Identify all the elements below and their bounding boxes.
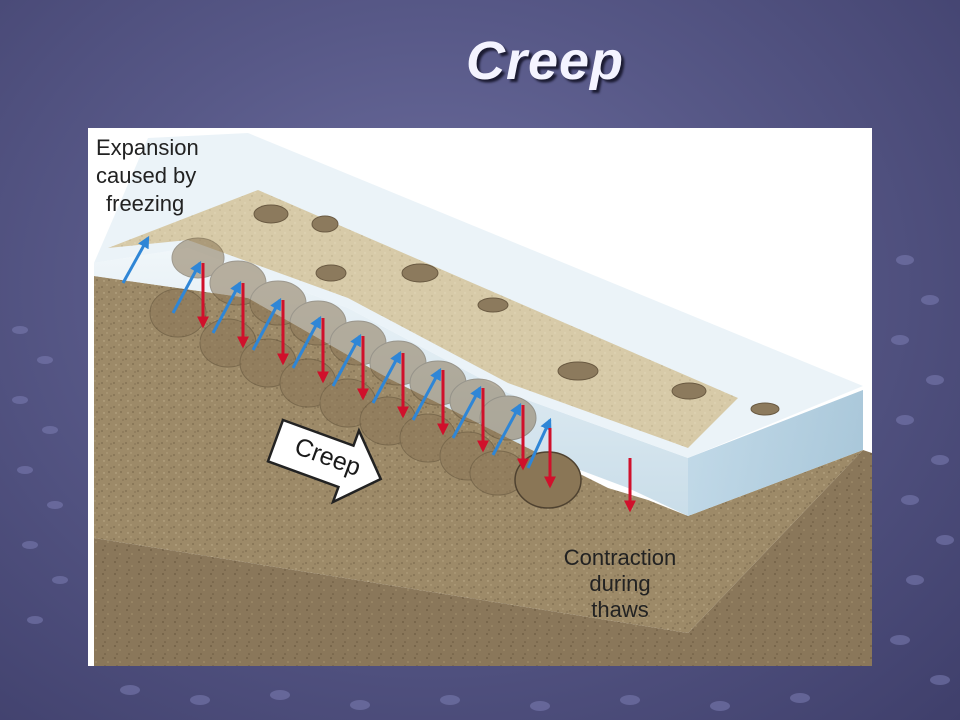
particle-positions xyxy=(149,237,537,496)
creep-direction-arrow xyxy=(266,418,383,505)
expansion-label-line-1: Expansion xyxy=(96,135,199,160)
surface-pebbles xyxy=(253,204,780,416)
expansion-arrows xyxy=(121,235,552,469)
slide-title: Creep xyxy=(465,31,625,91)
creep-diagram: Creep Expansion caused by freezing Contr… xyxy=(88,128,872,666)
expansion-label-line-3: freezing xyxy=(106,191,184,216)
contraction-label-line-2: during xyxy=(589,571,650,596)
final-particle xyxy=(514,451,582,509)
ice-layer-side xyxy=(688,390,863,516)
block-side-face xyxy=(688,450,872,666)
topsoil-band xyxy=(108,190,738,448)
expansion-label: Expansion caused by freezing xyxy=(96,135,199,216)
contraction-label: Contraction during thaws xyxy=(564,545,677,622)
contraction-arrows xyxy=(197,263,636,513)
creep-diagram-illustration: Creep Expansion caused by freezing Contr… xyxy=(94,133,872,666)
expansion-label-line-2: caused by xyxy=(96,163,196,188)
contraction-label-line-1: Contraction xyxy=(564,545,677,570)
contraction-label-line-3: thaws xyxy=(591,597,648,622)
block-front-face xyxy=(94,538,688,666)
